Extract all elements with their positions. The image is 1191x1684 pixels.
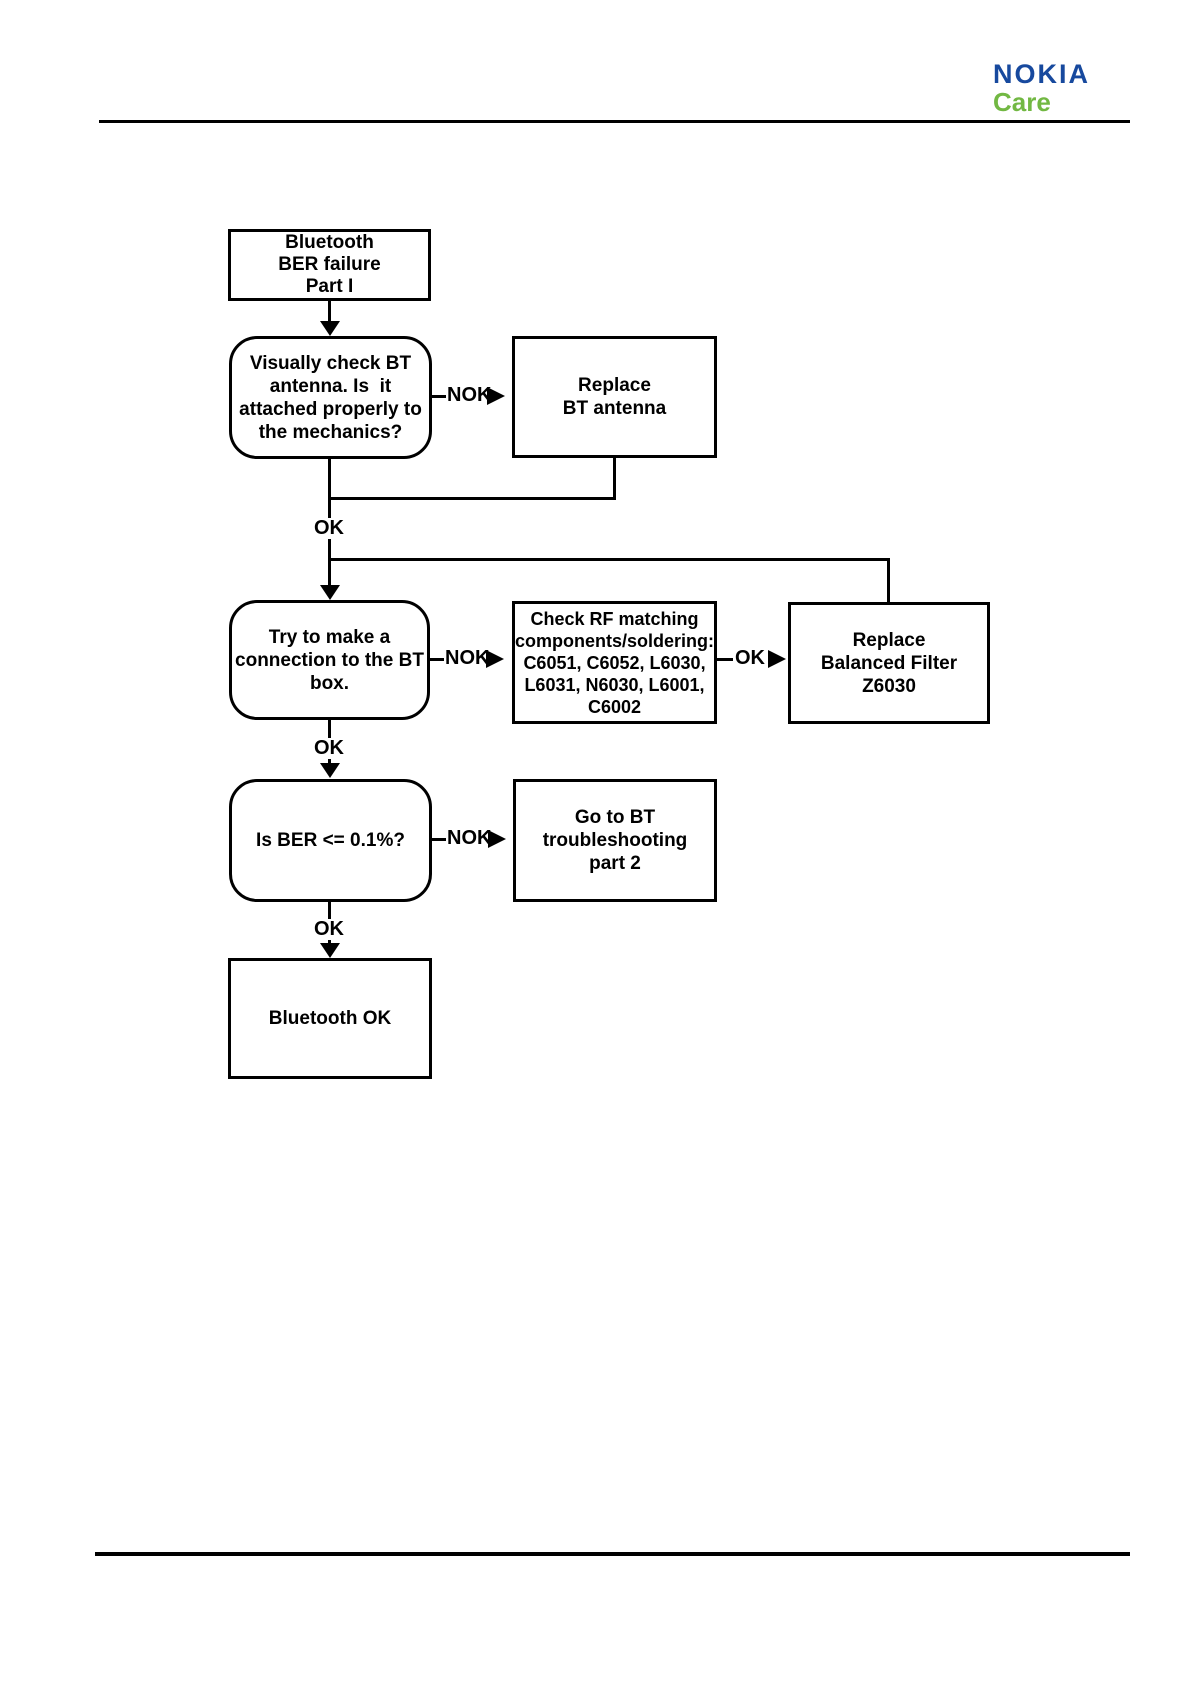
connector-start-to-visualcheck (328, 301, 331, 324)
arrowhead-down-bercheck (320, 763, 340, 778)
flow-node-goto-part2: Go to BT troubleshooting part 2 (513, 779, 717, 902)
edge-label-ok-2: OK (303, 738, 355, 759)
nokia-care-logo: NOKIA Care (993, 60, 1133, 115)
connector-bercheck-nok (432, 838, 449, 841)
flow-node-bluetooth-ok: Bluetooth OK (228, 958, 432, 1079)
arrowhead-right-replaceantenna (487, 387, 505, 405)
header-rule (99, 120, 1130, 123)
arrowhead-down-visualcheck (320, 321, 340, 336)
flow-node-check-rf: Check RF matching components/soldering: … (512, 601, 717, 724)
flow-node-ber-check: Is BER <= 0.1%? (229, 779, 432, 902)
flow-node-try-connection: Try to make a connection to the BT box. (229, 600, 430, 720)
flow-node-replace-antenna: Replace BT antenna (512, 336, 717, 458)
connector-checkrf-ok (717, 658, 736, 661)
flow-node-start: Bluetooth BER failure Part I (228, 229, 431, 301)
connector-replacefilter-feedback-v (887, 558, 890, 604)
arrowhead-right-gotopart2 (488, 830, 506, 848)
connector-tryconnection-nok (430, 658, 447, 661)
edge-label-ok-1: OK (303, 518, 355, 539)
flow-node-replace-filter: Replace Balanced Filter Z6030 (788, 602, 990, 724)
flow-node-visual-check: Visually check BT antenna. Is it attache… (229, 336, 432, 459)
care-logo-text: Care (993, 87, 1051, 117)
arrowhead-down-tryconnection (320, 585, 340, 600)
connector-replaceantenna-down (613, 458, 616, 499)
arrowhead-right-checkrf (486, 650, 504, 668)
connector-visualcheck-nok (432, 395, 449, 398)
edge-label-nok-1: NOK (446, 384, 492, 406)
connector-replacefilter-feedback-h (328, 558, 890, 561)
edge-label-ok-mid: OK (733, 647, 767, 669)
footer-rule (95, 1552, 1130, 1556)
edge-label-nok-2: NOK (444, 647, 490, 669)
edge-label-nok-3: NOK (446, 827, 492, 849)
arrowhead-down-bluetoothok (320, 943, 340, 958)
edge-label-ok-3: OK (303, 919, 355, 940)
connector-replaceantenna-rejoin (328, 497, 616, 500)
nokia-logo-text: NOKIA (993, 59, 1090, 89)
arrowhead-right-replacefilter (768, 650, 786, 668)
